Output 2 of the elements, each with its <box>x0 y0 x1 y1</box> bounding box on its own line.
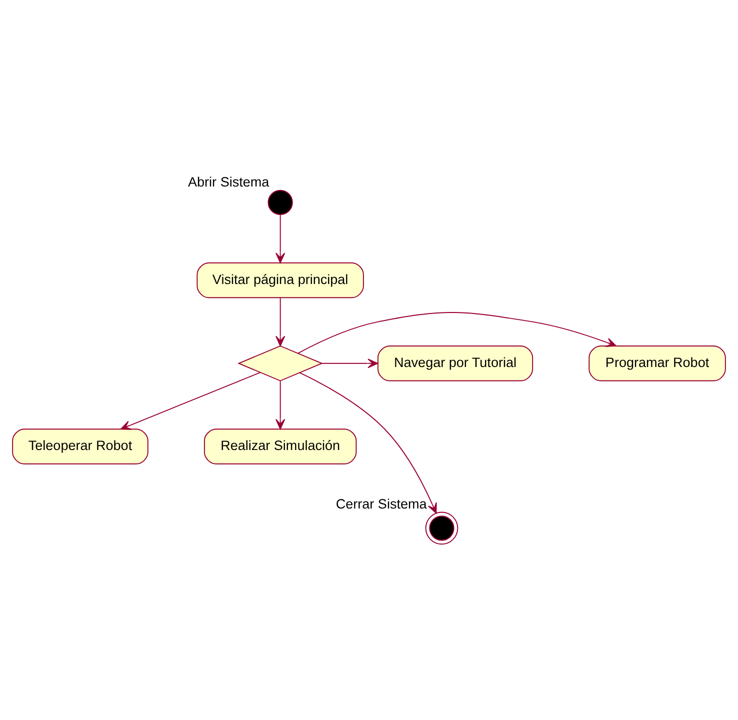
node-label: Cerrar Sistema <box>336 496 427 512</box>
node-label: Abrir Sistema <box>188 174 270 190</box>
